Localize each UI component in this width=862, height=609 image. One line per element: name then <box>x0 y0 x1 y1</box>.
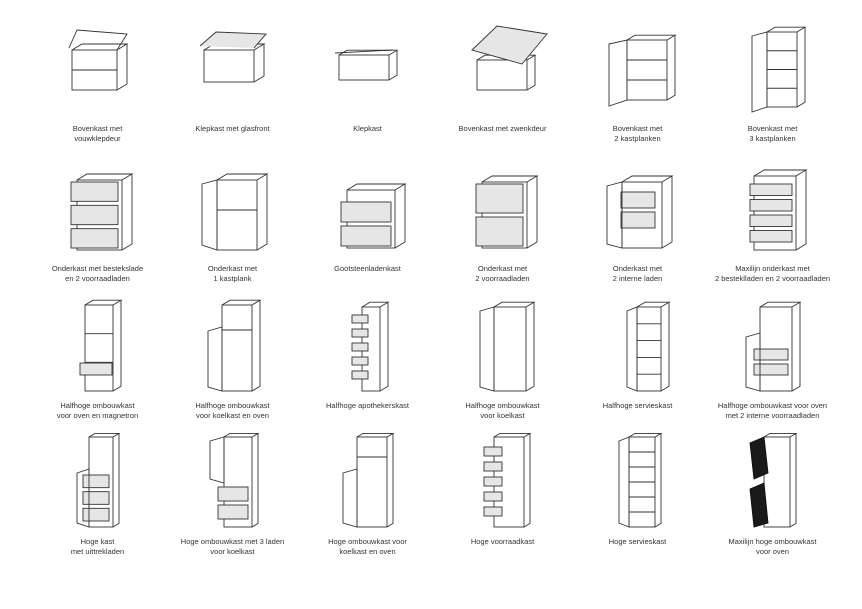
cabinet-item: Halfhoge ombouwkast voor oven en magnetr… <box>30 297 165 437</box>
cabinet-label: Halfhoge ombouwkast voor koelkast <box>465 401 540 420</box>
maxi-tall-oven-icon <box>749 433 798 528</box>
mid-tall-oven-microwave-icon <box>79 299 123 392</box>
base-cabinet-2-drawers-icon <box>475 175 539 249</box>
cabinet-label: Klepkast met glasfront <box>195 124 270 133</box>
cabinet-item: Halfhoge ombouwkast voor oven met 2 inte… <box>705 297 840 437</box>
cabinet-item: Hoge ombouwkast met 3 laden voor koelkas… <box>165 433 300 573</box>
cabinet-label: Hoge kast met uittrekladen <box>70 537 125 556</box>
cabinet-item: Maxilijn onderkast met 2 besteklladen en… <box>705 160 840 300</box>
cabinet-label: Bovenkast met 3 kastplanken <box>747 124 798 143</box>
tall-cabinet-pullouts-icon <box>76 433 121 528</box>
cabinet-label: Onderkast met 2 voorraadladen <box>475 264 530 283</box>
mid-tall-fridge-icon <box>479 301 536 392</box>
cabinet-item: Hoge kast met uittrekladen <box>30 433 165 573</box>
cabinet-label: Maxilijn hoge ombouwkast voor oven <box>728 537 817 556</box>
wall-cabinet-swing-door-icon <box>471 25 548 91</box>
cabinet-item: Maxilijn hoge ombouwkast voor oven <box>705 433 840 573</box>
cabinet-item: Hoge ombouwkast voor koelkast en oven <box>300 433 435 573</box>
mid-tall-oven-drawers-icon <box>745 301 802 392</box>
cabinet-label: Maxilijn onderkast met 2 besteklladen en… <box>714 264 831 283</box>
cabinet-item: Hoge voorraadkast <box>435 433 570 573</box>
tall-fridge-3-drawers-icon <box>209 433 260 528</box>
cabinet-item: Gootsteenladenkast <box>300 160 435 300</box>
flap-cabinet-icon <box>334 49 399 81</box>
cabinet-label: Onderkast met bestekslade en 2 voorraadl… <box>51 264 144 283</box>
cabinet-item: Klepkast met glasfront <box>165 20 300 160</box>
cabinet-label: Hoge servieskast <box>608 537 667 546</box>
cabinet-label: Onderkast met 1 kastplank <box>207 264 258 283</box>
cabinet-label: Bovenkast met zwenkdeur <box>458 124 547 133</box>
cabinet-label: Halfhoge ombouwkast voor koelkast en ove… <box>195 401 270 420</box>
cabinet-item: Onderkast met 2 interne laden <box>570 160 705 300</box>
sink-drawer-cabinet-icon <box>340 183 407 249</box>
mid-tall-fridge-oven-icon <box>207 299 262 392</box>
base-cabinet-1-shelf-icon <box>201 173 269 251</box>
cabinet-catalog-grid: Bovenkast met vouwklepdeur Klepkast met g… <box>30 20 840 580</box>
cabinet-item: Halfhoge ombouwkast voor koelkast <box>435 297 570 437</box>
cabinet-item: Halfhoge apothekerskast <box>300 297 435 437</box>
cabinet-label: Onderkast met 2 interne laden <box>612 264 663 283</box>
cabinet-label: Hoge ombouwkast met 3 laden voor koelkas… <box>180 537 285 556</box>
cabinet-item: Bovenkast met 2 kastplanken <box>570 20 705 160</box>
cabinet-label: Halfhoge ombouwkast voor oven met 2 inte… <box>717 401 828 420</box>
cabinet-item: Bovenkast met vouwklepdeur <box>30 20 165 160</box>
cabinet-label: Gootsteenladenkast <box>334 264 401 273</box>
wall-cabinet-3-shelves-icon <box>751 26 807 113</box>
cabinet-item: Bovenkast met zwenkdeur <box>435 20 570 160</box>
cabinet-label: Halfhoge apothekerskast <box>326 401 409 410</box>
cabinet-label: Halfhoge ombouwkast voor oven en magnetr… <box>56 401 139 420</box>
base-cabinet-cutlery-drawers-icon <box>70 173 134 251</box>
cabinet-label: Klepkast <box>353 124 382 133</box>
maxi-base-cabinet-icon <box>749 169 808 251</box>
cabinet-item: Halfhoge servieskast <box>570 297 705 437</box>
cabinet-item: Onderkast met 1 kastplank <box>165 160 300 300</box>
mid-tall-pullout-pantry-icon <box>351 301 390 392</box>
cabinet-item: Onderkast met bestekslade en 2 voorraadl… <box>30 160 165 300</box>
cabinet-label: Bovenkast met 2 kastplanken <box>612 124 663 143</box>
base-cabinet-internal-drawers-icon <box>606 175 674 249</box>
cabinet-item: Bovenkast met 3 kastplanken <box>705 20 840 160</box>
tall-pantry-icon <box>483 433 532 528</box>
cabinet-item: Onderkast met 2 voorraadladen <box>435 160 570 300</box>
mid-tall-dish-cabinet-icon <box>626 301 671 392</box>
cabinet-label: Halfhoge servieskast <box>602 401 673 410</box>
cabinet-item: Halfhoge ombouwkast voor koelkast en ove… <box>165 297 300 437</box>
tall-dish-cabinet-icon <box>618 433 663 528</box>
wall-cabinet-2-shelves-icon <box>608 34 677 107</box>
cabinet-label: Hoge ombouwkast voor koelkast en oven <box>328 537 407 556</box>
tall-fridge-oven-icon <box>342 433 395 528</box>
wall-cabinet-folding-flap-icon <box>68 29 129 91</box>
cabinet-item: Hoge servieskast <box>570 433 705 573</box>
flap-cabinet-glass-icon <box>199 31 267 83</box>
cabinet-label: Bovenkast met vouwklepdeur <box>72 124 123 143</box>
cabinet-item: Klepkast <box>300 20 435 160</box>
cabinet-label: Hoge voorraadkast <box>470 537 535 546</box>
